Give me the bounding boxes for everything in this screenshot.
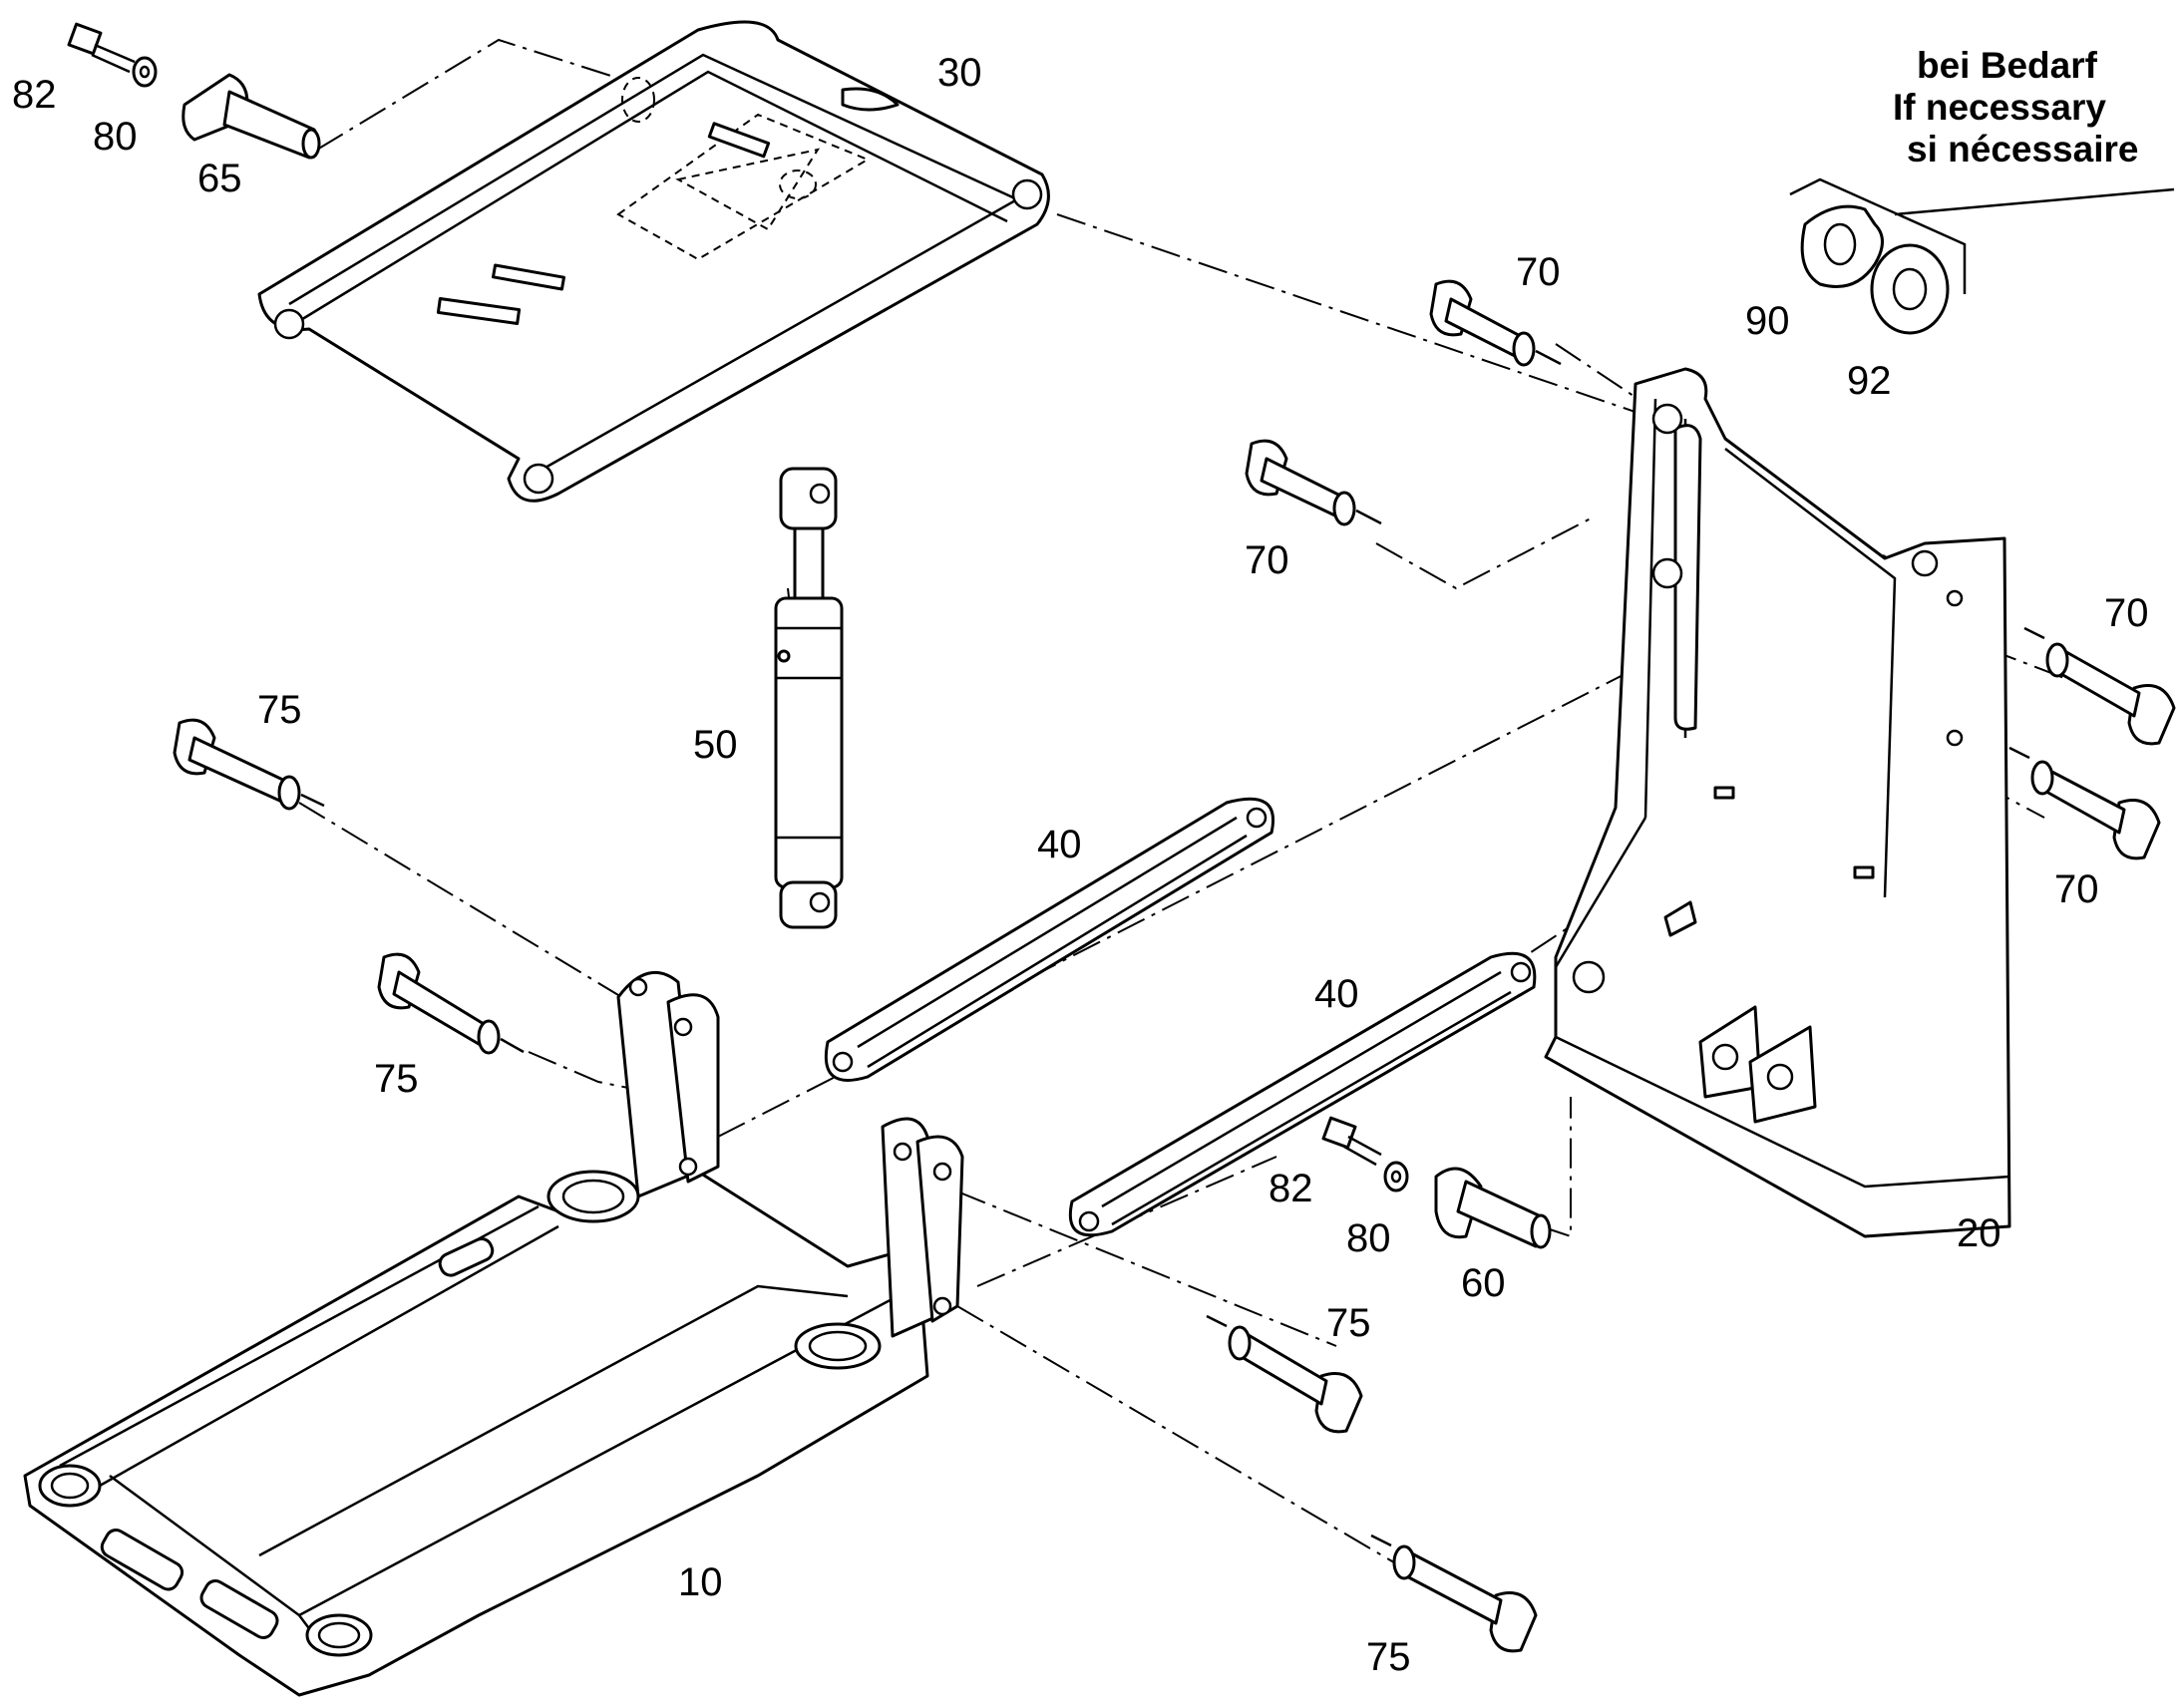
callout-75-c: 75: [1326, 1301, 1371, 1345]
callout-70-c: 70: [2104, 591, 2149, 635]
part-70-pin-d: [2008, 746, 2161, 860]
part-92-spacer: [1870, 243, 1950, 335]
optional-note: bei Bedarf If necessary si nécessaire: [1893, 45, 2138, 170]
note-bracket: [1789, 177, 2175, 294]
part-40-link-upper: [824, 797, 1274, 1082]
part-30-top-frame: [257, 20, 1050, 503]
callout-92: 92: [1847, 359, 1892, 403]
callout-75-d: 75: [1366, 1635, 1411, 1679]
part-82-bolt-lower: [1321, 1116, 1382, 1167]
part-40-link-lower: [1068, 951, 1537, 1237]
callout-75-a: 75: [257, 688, 302, 732]
callout-50: 50: [693, 723, 738, 767]
callout-20: 20: [1957, 1211, 2001, 1255]
part-10-base-frame: [23, 971, 964, 1697]
part-70-pin-a: [1429, 279, 1562, 367]
part-80-washer-lower: [1383, 1161, 1409, 1193]
callout-75-b: 75: [374, 1057, 419, 1101]
callout-70-a: 70: [1516, 250, 1561, 294]
part-20-rear-bracket: [1544, 367, 2011, 1238]
callout-65: 65: [197, 157, 242, 200]
part-65-pin: [182, 73, 321, 160]
callout-70-d: 70: [2054, 867, 2099, 911]
part-60-pin: [1434, 1167, 1552, 1249]
callout-90: 90: [1745, 299, 1790, 343]
callout-60: 60: [1461, 1261, 1506, 1305]
callout-82-lower: 82: [1269, 1167, 1313, 1210]
callout-80-top: 80: [93, 115, 138, 159]
callouts: 82 80 65 30 90 92 70 70 70 70 50 75 75 7…: [12, 51, 2149, 1679]
callout-82-top: 82: [12, 73, 57, 117]
part-82-bolt-top: [67, 22, 136, 74]
callout-70-b: 70: [1245, 538, 1289, 582]
callout-40-lower: 40: [1314, 972, 1359, 1016]
callout-80-lower: 80: [1346, 1216, 1391, 1260]
callout-30: 30: [937, 51, 982, 95]
callout-40-upper: 40: [1037, 823, 1082, 866]
note-line-en: If necessary: [1893, 87, 2106, 128]
part-70-pin-b: [1245, 439, 1382, 526]
part-75-pin-b: [377, 952, 525, 1055]
note-line-de: bei Bedarf: [1917, 45, 2098, 86]
part-75-pin-a: [173, 718, 325, 811]
note-line-fr: si nécessaire: [1907, 129, 2138, 170]
part-50-gas-spring: [774, 467, 844, 929]
part-80-washer-top: [132, 56, 158, 88]
callout-10: 10: [678, 1560, 723, 1604]
part-75-pin-c: [1206, 1314, 1363, 1434]
part-70-pin-c: [2023, 626, 2176, 746]
part-75-pin-d: [1370, 1534, 1538, 1653]
part-90-spacer: [1800, 204, 1884, 288]
